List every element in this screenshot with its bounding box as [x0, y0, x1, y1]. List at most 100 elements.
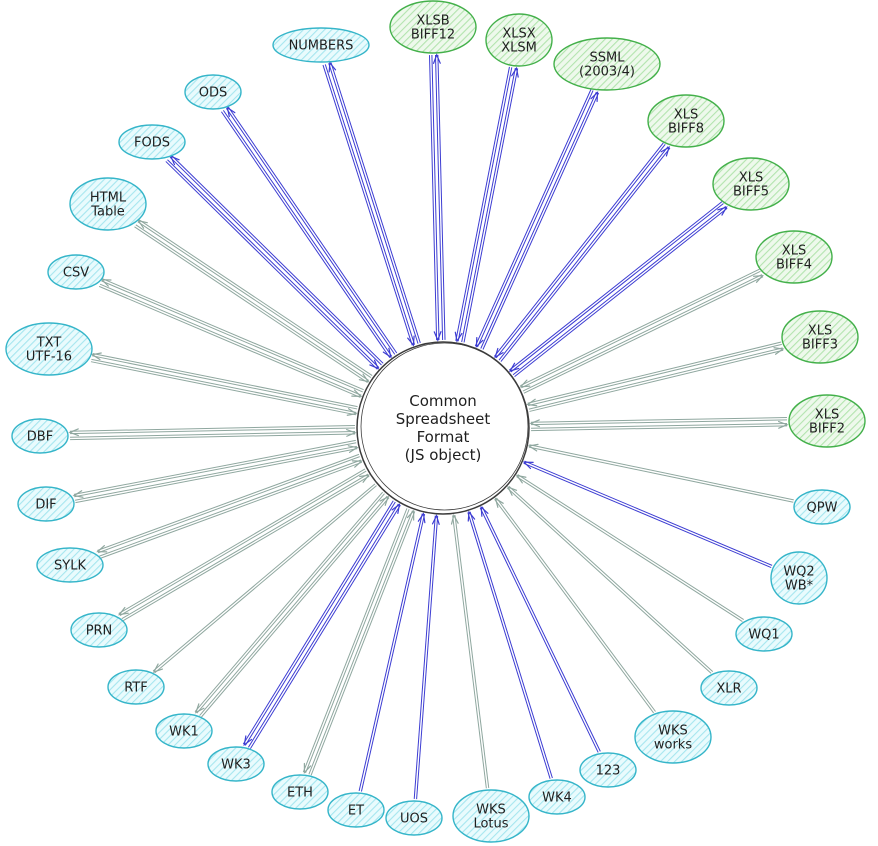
- node-ellipse: [700, 670, 758, 706]
- node-label: SSML(2003/4): [579, 51, 635, 80]
- edge-xls-biff8: [493, 142, 671, 362]
- node-ellipse: [770, 551, 828, 605]
- node-ellipse: [184, 74, 242, 110]
- node-label: ODS: [199, 86, 228, 101]
- node-ellipse: [528, 779, 586, 815]
- edge-wk1: [194, 491, 390, 718]
- format-node-csv: CSV: [47, 254, 105, 290]
- edge-prn: [117, 468, 371, 622]
- edge-html-table: [134, 219, 373, 383]
- node-label: UOS: [400, 812, 428, 827]
- node-ellipse: [69, 177, 147, 231]
- node-label: WQ1: [748, 628, 779, 643]
- edge-xls-biff5: [508, 201, 728, 378]
- node-ellipse: [579, 752, 637, 788]
- format-node-numbers: NUMBERS: [272, 27, 370, 63]
- edge-ssml-2003-4-: [474, 89, 600, 350]
- edge-numbers: [322, 61, 421, 347]
- node-ellipse: [107, 669, 165, 705]
- node-ellipse: [712, 157, 790, 211]
- edge-dif: [72, 439, 359, 504]
- node-ellipse: [36, 547, 104, 583]
- edge-xlr: [506, 485, 714, 674]
- node-ellipse: [788, 394, 866, 448]
- node-label: WK3: [221, 758, 251, 773]
- edge-wq2-wb-: [522, 460, 773, 569]
- edge-qpw: [527, 443, 794, 503]
- edge-wq1: [515, 474, 744, 623]
- node-label: WK1: [169, 725, 199, 740]
- node-ellipse: [272, 27, 370, 63]
- edge-xls-biff4: [519, 268, 765, 394]
- node-label: CSV: [63, 266, 89, 281]
- node-ellipse: [735, 616, 793, 652]
- edge-xls-biff3: [526, 341, 785, 412]
- node-label: PRN: [86, 624, 113, 639]
- node-label: DBF: [27, 430, 53, 445]
- node-label: WK4: [542, 791, 572, 806]
- edge-txt-utf-16: [90, 352, 358, 416]
- node-ellipse: [755, 230, 833, 284]
- edge-et: [358, 512, 426, 792]
- node-label: XLR: [716, 682, 741, 697]
- node-ellipse: [485, 13, 553, 67]
- format-node-prn: PRN: [70, 612, 128, 648]
- format-node-xlr: XLR: [700, 670, 758, 706]
- center-circle: [356, 341, 530, 515]
- node-ellipse: [47, 254, 105, 290]
- format-node-wk4: WK4: [528, 779, 586, 815]
- edge-dbf: [68, 425, 357, 441]
- node-label: RTF: [124, 681, 148, 696]
- edge-xls-biff2: [529, 417, 789, 432]
- node-ellipse: [17, 486, 75, 522]
- format-node-ods: ODS: [184, 74, 242, 110]
- edge-fods: [165, 155, 384, 370]
- edge-xlsx-xlsm: [454, 66, 519, 343]
- format-node-dbf: DBF: [11, 418, 69, 454]
- node-ellipse: [385, 800, 443, 836]
- format-node-fods: FODS: [118, 124, 186, 160]
- node-label: FODS: [134, 136, 170, 151]
- node-ellipse: [327, 792, 385, 828]
- node-ellipse: [452, 789, 530, 843]
- edge-rtf: [152, 483, 377, 674]
- edges-layer: [68, 53, 794, 800]
- node-label: 123: [596, 764, 621, 779]
- node-ellipse: [271, 774, 329, 810]
- format-node-wq1: WQ1: [735, 616, 793, 652]
- edge-uos: [413, 514, 440, 800]
- format-node-123: 123: [579, 752, 637, 788]
- format-node-dif: DIF: [17, 486, 75, 522]
- edge-123: [479, 505, 601, 753]
- format-node-wk1: WK1: [155, 713, 213, 749]
- node-label: NUMBERS: [289, 39, 354, 54]
- edge-sylk: [96, 453, 363, 559]
- format-node-wk3: WK3: [207, 746, 265, 782]
- node-ellipse: [781, 310, 859, 364]
- edge-csv: [98, 278, 364, 398]
- node-label: ET: [348, 804, 364, 819]
- edge-wks-works: [494, 497, 656, 714]
- node-ellipse: [118, 124, 186, 160]
- node-label: ETH: [287, 786, 313, 801]
- edge-wk3: [242, 500, 401, 749]
- format-node-et: ET: [327, 792, 385, 828]
- node-ellipse: [70, 612, 128, 648]
